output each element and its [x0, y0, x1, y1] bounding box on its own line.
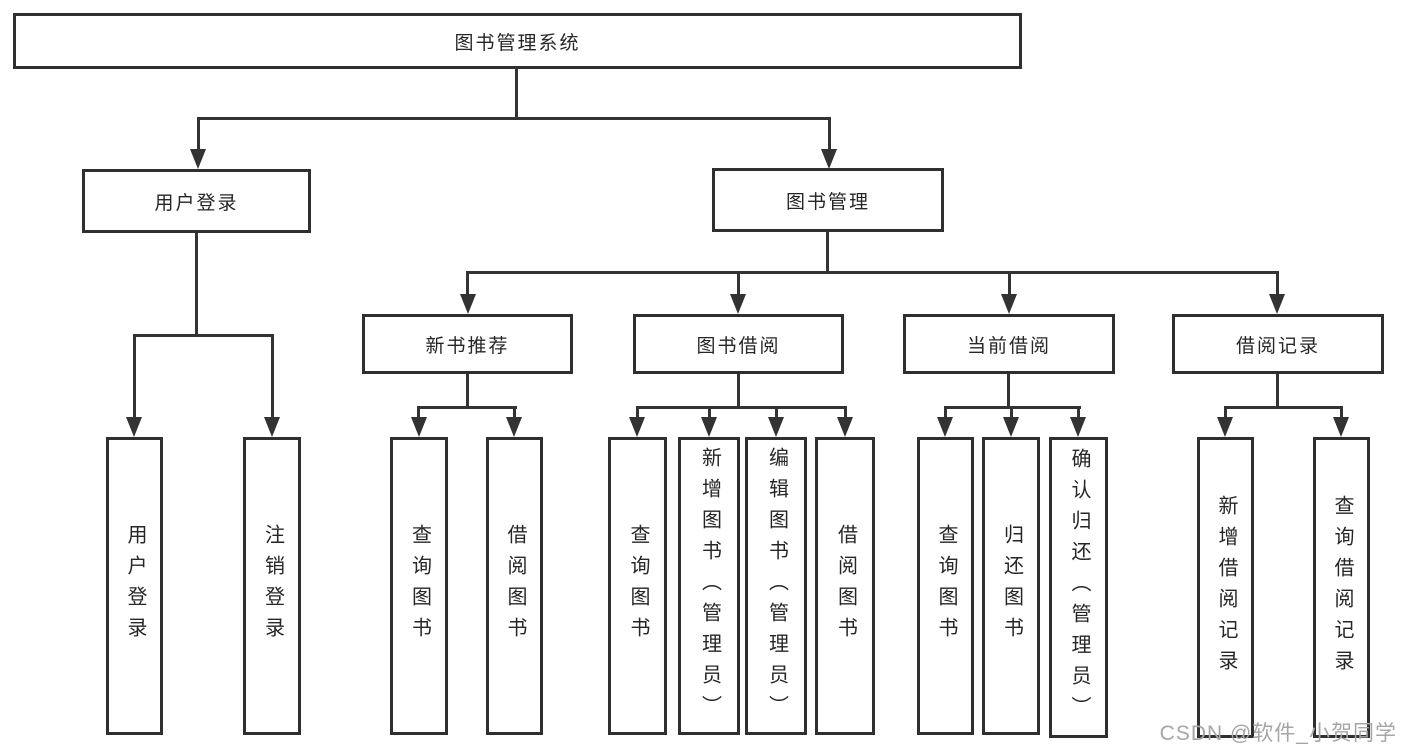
leaf-confirm-return-admin: 确认归还（管理员）	[1049, 437, 1108, 738]
leaf-label: 用户登录	[124, 524, 146, 648]
connector-line	[1010, 406, 1013, 419]
connector-line	[466, 271, 469, 296]
connector-line	[1276, 374, 1279, 409]
leaf-label: 查询借阅记录	[1331, 494, 1353, 681]
arrow-down-icon	[264, 417, 280, 437]
node-user-login: 用户登录	[82, 169, 311, 233]
node-book-borrowing: 图书借阅	[633, 314, 844, 374]
arrow-down-icon	[126, 417, 142, 437]
connector-line	[197, 117, 831, 120]
arrow-down-icon	[701, 417, 717, 437]
arrow-down-icon	[1001, 294, 1017, 314]
connector-line	[1224, 406, 1227, 419]
connector-line	[944, 406, 947, 419]
leaf-query-books-borrowing: 查询图书	[608, 437, 667, 735]
connector-line	[133, 334, 136, 419]
leaf-label: 新增借阅记录	[1215, 494, 1237, 681]
node-label: 借阅记录	[1235, 335, 1320, 357]
arrow-down-icon	[837, 417, 853, 437]
leaf-add-borrow-record: 新增借阅记录	[1197, 437, 1254, 738]
connector-line	[636, 406, 639, 419]
connector-line	[1276, 271, 1279, 296]
connector-line	[466, 374, 469, 409]
arrow-down-icon	[411, 417, 427, 437]
connector-line	[513, 406, 516, 419]
connector-line	[515, 68, 518, 119]
connector-line	[1224, 406, 1343, 409]
connector-line	[1007, 374, 1010, 409]
leaf-query-books-current: 查询图书	[917, 437, 974, 735]
leaf-borrow-books-borrowing: 借阅图书	[815, 437, 875, 735]
arrow-down-icon	[1070, 417, 1086, 437]
leaf-label: 借阅图书	[834, 524, 857, 648]
leaf-label: 注销登录	[261, 524, 284, 648]
connector-line	[636, 406, 847, 409]
node-borrowing-records: 借阅记录	[1172, 314, 1384, 374]
node-label: 当前借阅	[966, 335, 1051, 357]
connector-line	[1077, 406, 1080, 419]
node-label: 新书推荐	[425, 335, 510, 357]
connector-line	[708, 406, 711, 419]
arrow-down-icon	[629, 417, 645, 437]
node-label: 图书管理系统	[454, 32, 581, 54]
connector-line	[133, 334, 274, 337]
leaf-query-borrow-record: 查询借阅记录	[1313, 437, 1370, 738]
node-library-system: 图书管理系统	[13, 13, 1022, 69]
connector-line	[737, 271, 740, 296]
connector-line	[1340, 406, 1343, 419]
leaf-label: 查询图书	[627, 524, 649, 648]
leaf-query-books-recommend: 查询图书	[390, 437, 448, 735]
arrow-down-icon	[1003, 417, 1019, 437]
leaf-user-login: 用户登录	[106, 437, 163, 735]
connector-line	[1008, 271, 1011, 296]
arrow-down-icon	[460, 294, 476, 314]
node-label: 用户登录	[154, 192, 239, 214]
leaf-edit-book-admin: 编辑图书（管理员）	[745, 437, 807, 735]
leaf-borrow-books-recommend: 借阅图书	[486, 437, 543, 735]
node-new-book-recommend: 新书推荐	[362, 314, 573, 374]
connector-line	[197, 117, 200, 150]
connector-line	[417, 406, 517, 409]
leaf-label: 编辑图书（管理员）	[765, 446, 788, 726]
arrow-down-icon	[937, 417, 953, 437]
connector-line	[844, 406, 847, 419]
connector-line	[826, 232, 829, 274]
connector-line	[195, 233, 198, 337]
connector-line	[271, 334, 274, 419]
leaf-label: 查询图书	[935, 524, 957, 648]
node-book-management: 图书管理	[712, 168, 944, 232]
arrow-down-icon	[1333, 417, 1349, 437]
connector-line	[828, 117, 831, 150]
arrow-down-icon	[1217, 417, 1233, 437]
arrow-down-icon	[768, 417, 784, 437]
node-label: 图书借阅	[696, 335, 781, 357]
node-label: 图书管理	[785, 191, 870, 213]
leaf-label: 借阅图书	[504, 524, 526, 648]
leaf-label: 新增图书（管理员）	[698, 446, 721, 726]
connector-line	[775, 406, 778, 419]
node-current-borrowing: 当前借阅	[903, 314, 1115, 374]
connector-line	[466, 271, 1279, 274]
arrow-down-icon	[190, 149, 206, 169]
connector-line	[737, 374, 740, 409]
leaf-logout: 注销登录	[243, 437, 301, 735]
leaf-return-books: 归还图书	[982, 437, 1040, 735]
connector-line	[417, 406, 420, 419]
arrow-down-icon	[730, 294, 746, 314]
leaf-label: 确认归还（管理员）	[1068, 448, 1090, 727]
leaf-label: 归还图书	[1000, 524, 1023, 648]
csdn-watermark: CSDN @软件_小贺同学	[1159, 722, 1397, 745]
leaf-add-book-admin: 新增图书（管理员）	[678, 437, 740, 735]
arrow-down-icon	[1269, 294, 1285, 314]
arrow-down-icon	[506, 417, 522, 437]
leaf-label: 查询图书	[408, 524, 431, 648]
arrow-down-icon	[821, 149, 837, 169]
